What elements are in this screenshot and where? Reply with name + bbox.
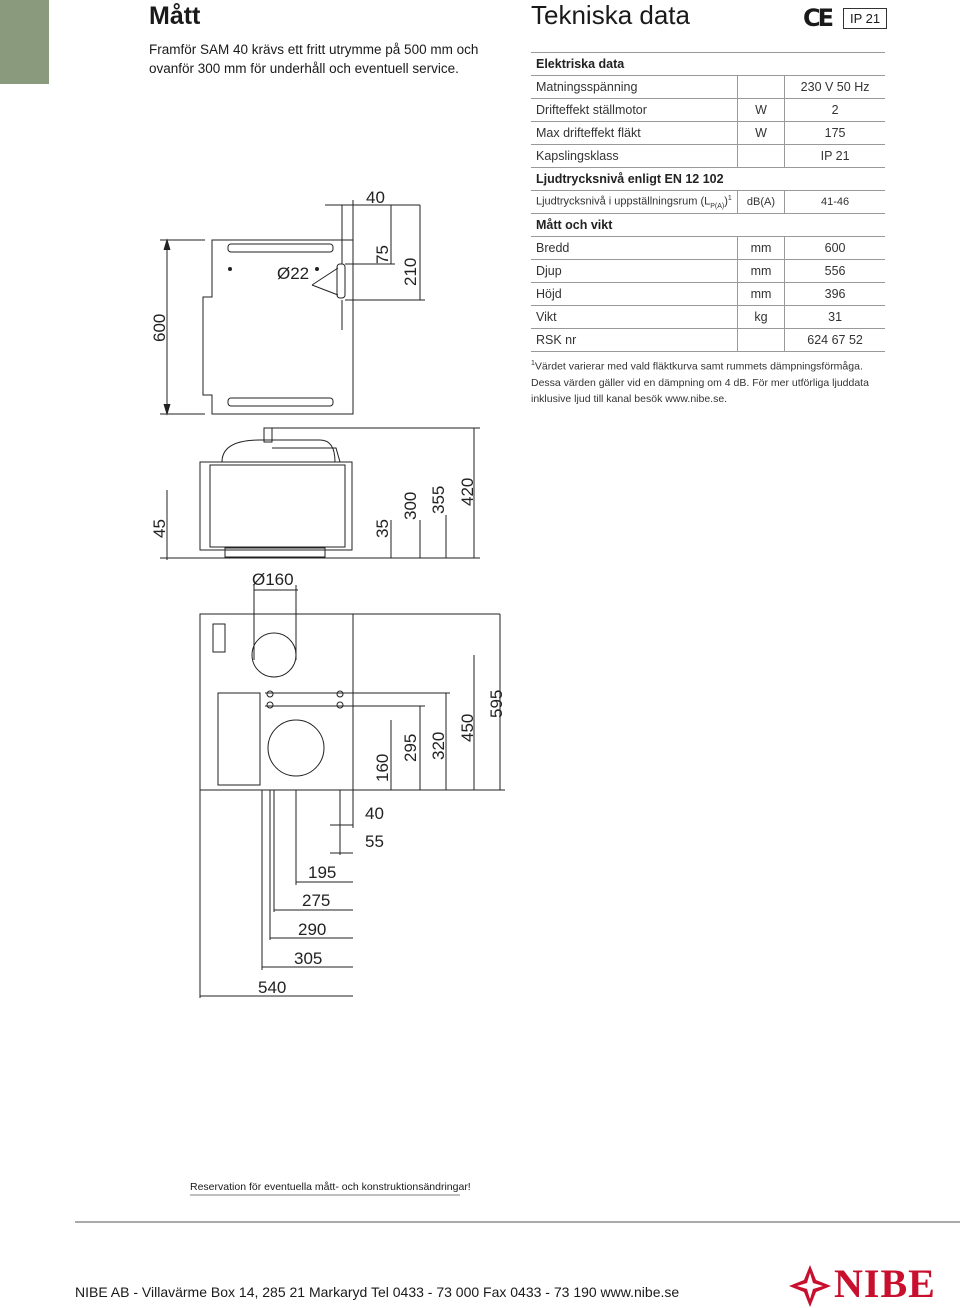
front-pipe-connector (337, 264, 345, 298)
spec-value: 396 (784, 282, 885, 306)
spec-label: Ljudtrycksnivå i uppställningsrum (LP(A)… (531, 190, 738, 214)
ce-mark-icon: CE (803, 4, 834, 32)
spec-row-sound: Ljudtrycksnivå i uppställningsrum (LP(A)… (531, 190, 885, 214)
spec-table: Elektriska data Matningsspänning 230 V 50… (531, 53, 885, 352)
spec-label: Djup (531, 259, 738, 283)
dim-label-35: 35 (373, 519, 392, 538)
dim-label-75: 75 (373, 245, 392, 264)
spec-value: IP 21 (784, 144, 885, 168)
dim-label-320: 320 (429, 731, 448, 760)
front-screw (229, 268, 232, 271)
dim-label-top-540: 540 (258, 978, 287, 997)
footer-contact: NIBE AB - Villavärme Box 14, 285 21 Mark… (75, 1284, 680, 1300)
spec-label: Bredd (531, 236, 738, 260)
spec-value: 556 (784, 259, 885, 283)
side-fan-dome (222, 440, 335, 462)
spec-row: Kapslingsklass IP 21 (531, 144, 885, 168)
dim-label-160: 160 (373, 753, 392, 782)
front-view-outline (203, 240, 353, 414)
top-view-outline (200, 614, 353, 790)
spec-section-sound: Ljudtrycksnivå enligt EN 12 102 (531, 167, 885, 191)
top-duct-lower (268, 720, 324, 776)
dim-label-pipe-dia: Ø22 (277, 264, 310, 283)
spec-section-dims: Mått och vikt (531, 213, 885, 237)
top-duct-upper (252, 633, 296, 677)
spec-value: 230 V 50 Hz (784, 75, 885, 99)
spec-section-electric: Elektriska data (531, 53, 885, 76)
spec-label: Vikt (531, 305, 738, 329)
section-tab (0, 0, 49, 84)
spec-label: Drifteffekt ställmotor (531, 98, 738, 122)
spec-row: Matningsspänning 230 V 50 Hz (531, 75, 885, 99)
dim-label-45: 45 (150, 519, 169, 538)
spec-unit: W (736, 98, 785, 122)
spec-unit: mm (736, 236, 785, 260)
spec-unit: kg (736, 305, 785, 329)
spec-value: 2 (784, 98, 885, 122)
spec-value: 41-46 (784, 190, 885, 214)
footnote: 1Värdet varierar med vald fläktkurva sam… (531, 360, 869, 405)
spec-label: Matningsspänning (531, 75, 738, 99)
front-screw (316, 268, 319, 271)
nibe-logo: NIBE (788, 1261, 960, 1307)
dim-label-420: 420 (458, 477, 477, 506)
ip-badge: IP 21 (843, 8, 888, 29)
spec-unit: dB(A) (736, 190, 785, 214)
top-service-hatch (218, 693, 260, 785)
spec-value: 31 (784, 305, 885, 329)
spec-label: RSK nr (531, 328, 738, 352)
side-view-outline (200, 462, 352, 550)
spec-unit: mm (736, 282, 785, 306)
front-bottom-rail (228, 398, 333, 406)
dim-label-top-305: 305 (294, 949, 323, 968)
dim-label-300: 300 (401, 491, 420, 520)
side-connector (264, 428, 272, 442)
dim-label-595: 595 (487, 689, 506, 718)
spec-table-wrapper: Elektriska data Matningsspänning 230 V 50… (531, 52, 885, 352)
dim-label-duct-dia: Ø160 (252, 570, 294, 589)
spec-unit: mm (736, 259, 785, 283)
top-label-plate (213, 624, 225, 652)
dim-label-295: 295 (401, 733, 420, 762)
dim-label-top-275: 275 (302, 891, 331, 910)
spec-label: Max drifteffekt fläkt (531, 121, 738, 145)
dim-label-top-290: 290 (298, 920, 327, 939)
intro-text: Framför SAM 40 krävs ett fritt utrymme p… (149, 42, 479, 76)
spec-unit (736, 75, 785, 99)
spec-unit: W (736, 121, 785, 145)
side-inner-box (210, 465, 345, 547)
dim-label-600: 600 (150, 313, 169, 342)
spec-label: Höjd (531, 282, 738, 306)
dim-label-top-40: 40 (365, 804, 384, 823)
spec-value: 600 (784, 236, 885, 260)
reservation-note: Reservation för eventuella mått- och kon… (190, 1181, 471, 1193)
spec-label: Kapslingsklass (531, 144, 738, 168)
dim-label-top-55: 55 (365, 832, 384, 851)
dim-label-210: 210 (401, 257, 420, 286)
page-title-matt: Mått (149, 2, 201, 30)
spec-unit (736, 328, 785, 352)
dim-label-top-195: 195 (308, 863, 337, 882)
front-top-rail (228, 244, 333, 252)
nibe-logo-icon (789, 1265, 831, 1307)
dim-label-450: 450 (458, 713, 477, 742)
nibe-logo-text: NIBE (834, 1261, 936, 1306)
spec-value: 624 67 52 (784, 328, 885, 352)
dim-label-40: 40 (366, 188, 385, 207)
page-title-tekniska-data: Tekniska data (531, 0, 690, 30)
spec-row: RSK nr 624 67 52 (531, 328, 885, 352)
dim-label-355: 355 (429, 485, 448, 514)
side-duct-collar (225, 548, 325, 557)
spec-unit (736, 144, 785, 168)
top-pipe-pair (265, 693, 345, 706)
spec-value: 175 (784, 121, 885, 145)
